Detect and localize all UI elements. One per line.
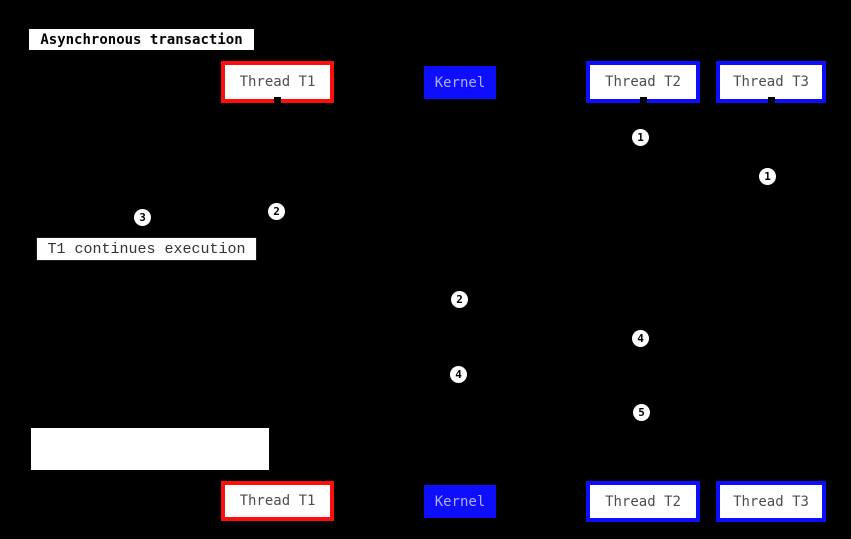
message-number-badge: 2: [451, 291, 468, 308]
arrowhead-icon: [272, 472, 284, 480]
participant-thread-t3-bottom: Thread T3: [716, 481, 826, 522]
participant-kernel-bottom: Kernel: [424, 485, 496, 518]
message-number-badge: 1: [632, 129, 649, 146]
note-t1-continues: T1 continues execution: [36, 237, 257, 261]
lifeline-notch: [768, 97, 775, 103]
message-number-badge: 1: [759, 168, 776, 185]
message-number-badge: 3: [134, 209, 151, 226]
message-number-badge: 2: [268, 203, 285, 220]
message-number-badge: 5: [633, 404, 650, 421]
participant-thread-t1-bottom: Thread T1: [221, 481, 334, 521]
note-blank: [30, 427, 270, 471]
participant-kernel-top: Kernel: [424, 66, 496, 99]
lifeline-notch: [274, 97, 281, 103]
lifeline-notch: [640, 97, 647, 103]
participant-thread-t3-top: Thread T3: [716, 61, 826, 103]
participant-thread-t1-top: Thread T1: [221, 61, 334, 103]
participant-thread-t2-bottom: Thread T2: [586, 481, 700, 522]
note-text: T1 continues execution: [47, 240, 246, 258]
message-number-badge: 4: [632, 330, 649, 347]
diagram-title: Asynchronous transaction: [28, 28, 255, 51]
message-number-badge: 4: [450, 366, 467, 383]
